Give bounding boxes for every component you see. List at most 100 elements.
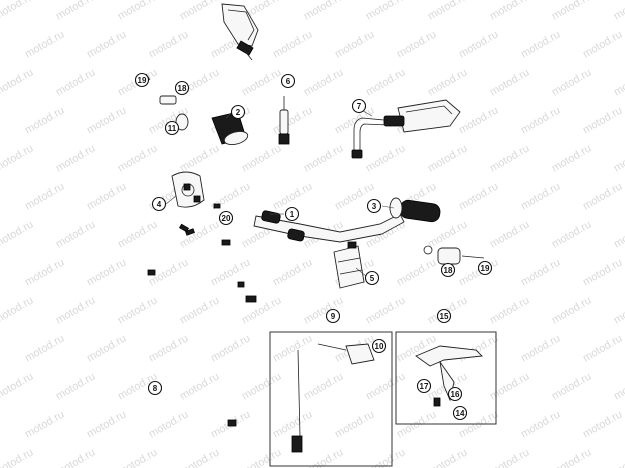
part-4-switch-housing [171,171,205,208]
leader-lines [165,107,395,277]
watermark-text: motod.ru [302,66,346,98]
callout-label: 8 [153,384,158,393]
watermark-text: motod.ru [85,104,129,136]
callout-11: 11 [164,120,180,136]
watermark-text: motod.ru [147,408,191,440]
watermark-text: motod.ru [240,142,284,174]
callout-label: 14 [456,409,465,418]
watermark-text: motod.ru [302,142,346,174]
callout-circle [284,206,300,222]
watermark-text: motod.ru [23,332,67,364]
callout-4: 4 [151,196,167,212]
callout-circle [218,210,234,226]
part-5-clamp [333,241,365,289]
callout-18: 18 [174,80,190,96]
callout-circle [447,386,463,402]
callout-label: 9 [331,312,336,321]
callout-label: 19 [481,264,490,273]
watermark-text: motod.ru [550,0,594,23]
part-6-bolt [278,96,290,145]
watermark-text: motod.ru [85,28,129,60]
watermark-text: motod.ru [364,294,408,326]
callout-6: 6 [280,73,296,89]
watermark-text: motod.ru [612,294,625,326]
watermark-text: motod.ru [178,142,222,174]
callout-8: 8 [147,380,163,396]
callout-label: 18 [444,266,453,275]
callout-circle [366,198,382,214]
watermark-text: motod.ru [0,294,35,326]
callout-label: 16 [451,390,460,399]
watermark-text: motod.ru [116,0,160,23]
watermark-text: motod.ru [550,294,594,326]
watermark-text: motod.ru [581,256,625,288]
watermark-text: motod.ru [147,332,191,364]
callout-19: 19 [134,72,150,88]
watermark-text: motod.ru [395,28,439,60]
watermark-text: motod.ru [116,294,160,326]
part-20-screws [178,203,221,236]
watermark-text: motod.ru [54,142,98,174]
watermark-text: motod.ru [178,370,222,402]
small-parts-right [423,245,485,265]
watermark-text: motod.ru [426,218,470,250]
watermark-text: motod.ru [0,0,35,23]
callout-20: 20 [218,210,234,226]
callout-10: 10 [371,338,387,354]
watermark-text: motod.ru [488,370,532,402]
callout-9: 9 [325,308,341,324]
watermark-text: motod.ru [581,332,625,364]
watermark-text: motod.ru [85,408,129,440]
watermark-text: motod.ru [457,256,501,288]
watermark-text: motod.ru [612,370,625,402]
watermark-text: motod.ru [23,180,67,212]
watermark-text: motod.ru [54,294,98,326]
callout-label: 18 [178,84,187,93]
callout-19: 19 [477,260,493,276]
watermark-text: motod.ru [85,180,129,212]
callout-circle [325,308,341,324]
callout-circle [147,380,163,396]
watermark-text: motod.ru [85,332,129,364]
watermark-text: motod.ru [426,142,470,174]
watermark-text: motod.ru [519,332,563,364]
watermark-text: motod.ru [457,28,501,60]
watermark-text: motod.ru [23,256,67,288]
mirror-left [221,3,259,61]
watermark-text: motod.ru [54,0,98,23]
watermark-text: motod.ru [612,218,625,250]
watermark-text: motod.ru [209,256,253,288]
watermark-text: motod.ru [302,446,346,468]
callout-3: 3 [366,198,382,214]
callout-17: 17 [416,378,432,394]
callout-label: 1 [290,210,295,219]
watermark-text: motod.ru [178,0,222,23]
callout-circle [351,98,367,114]
watermark-text: motod.ru [302,0,346,23]
callout-label: 2 [236,108,241,117]
watermark-text: motod.ru [581,180,625,212]
callout-16: 16 [447,386,463,402]
callout-circle [440,262,456,278]
watermark-text: motod.ru [550,218,594,250]
watermark-text: motod.ru [426,446,470,468]
watermark-text: motod.ru [519,104,563,136]
watermark-text: motod.ru [0,142,35,174]
watermark-text: motod.ru [23,408,67,440]
watermark-text: motod.ru [364,370,408,402]
watermark-text: motod.ru [488,66,532,98]
watermark-text: motod.ru [488,142,532,174]
callout-label: 7 [357,102,362,111]
watermark-text: motod.ru [364,66,408,98]
watermark-text: motod.ru [240,66,284,98]
watermark-text: motod.ru [550,446,594,468]
watermark-text: motod.ru [488,446,532,468]
callout-2: 2 [230,104,246,120]
callout-7: 7 [351,98,367,114]
watermark-text: motod.ru [519,408,563,440]
watermark-text: motod.ru [395,408,439,440]
watermark-text: motod.ru [302,294,346,326]
watermark-text: motod.ru [581,408,625,440]
callout-circle [477,260,493,276]
